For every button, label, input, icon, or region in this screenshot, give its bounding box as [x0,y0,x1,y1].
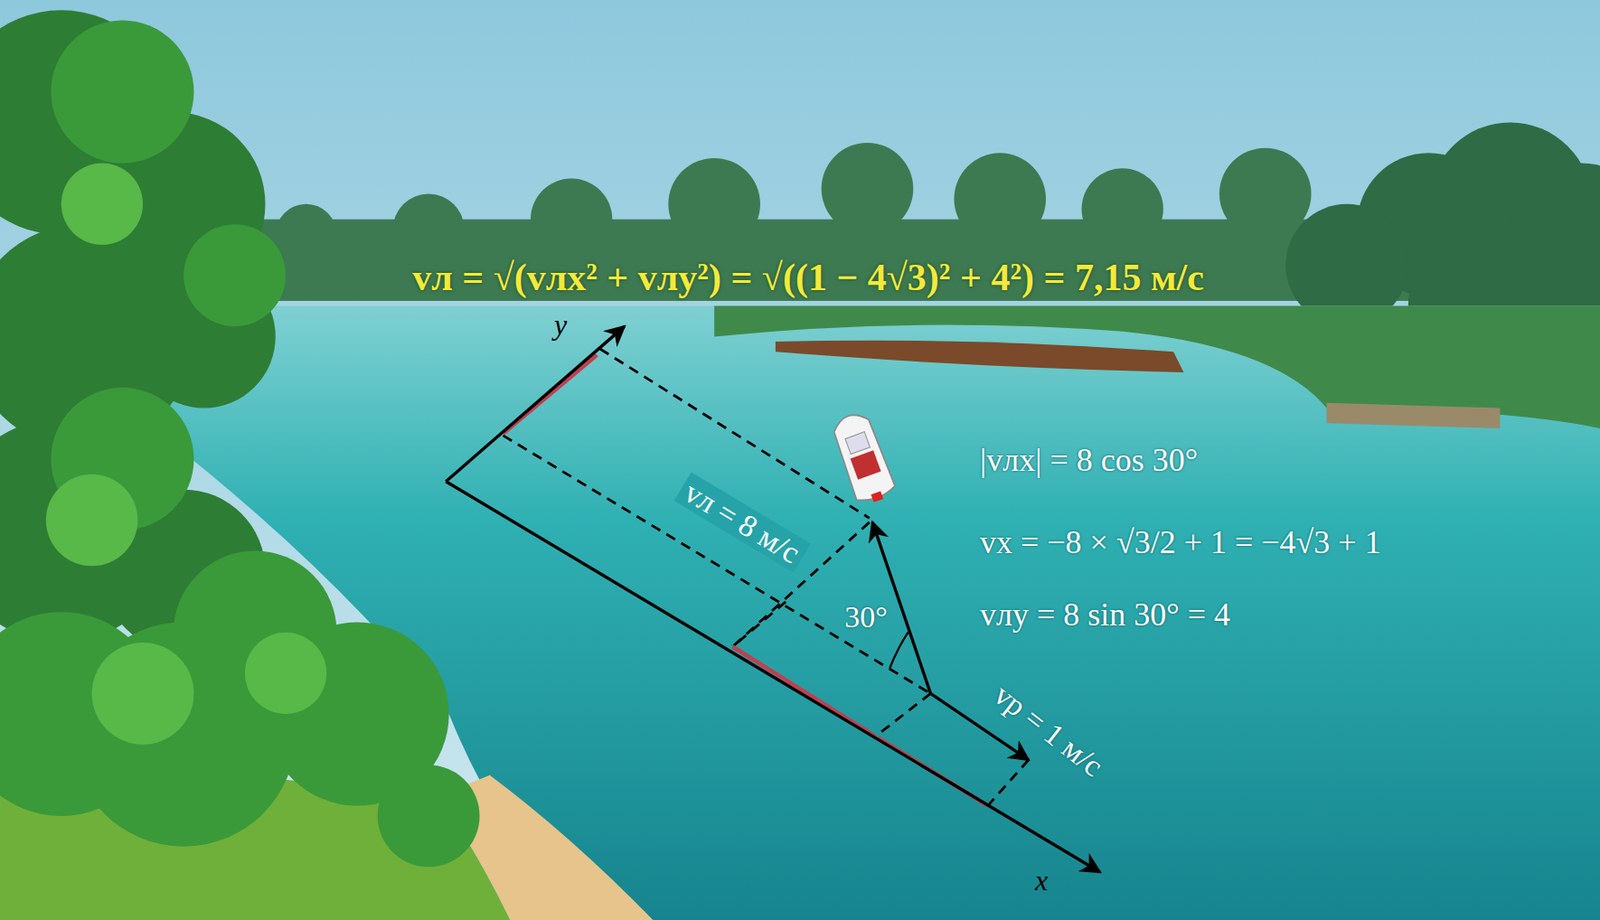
axis-label: x [1035,865,1048,897]
axis-label: y [554,309,567,341]
component-formula: |vлx| = 8 cos 30° [979,442,1198,480]
angle-label: 30° [844,600,888,634]
component-formula: vx = −8 × √3/2 + 1 = −4√3 + 1 [979,525,1382,562]
magnitude-formula: vл = √(vлx² + vлy²) = √((1 − 4√3)² + 4²)… [412,256,1205,299]
component-formula: vлy = 8 sin 30° = 4 [979,597,1231,634]
